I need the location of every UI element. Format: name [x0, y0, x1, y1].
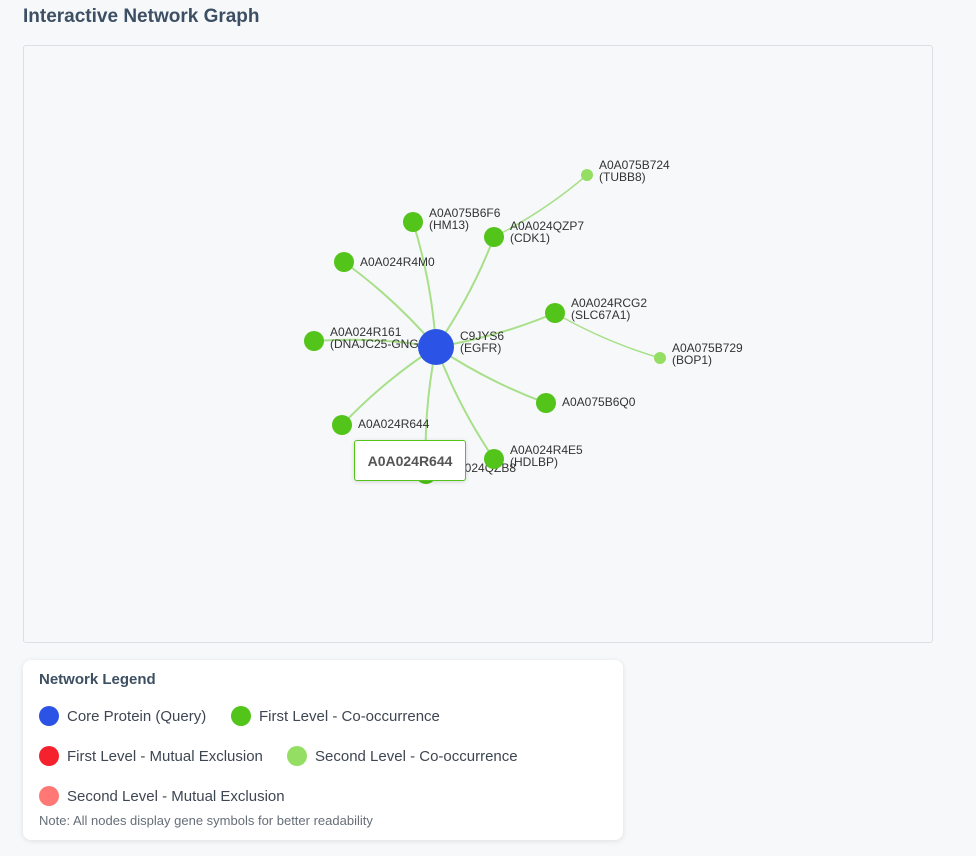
legend-label: Second Level - Co-occurrence [315, 747, 518, 765]
legend-title: Network Legend [39, 671, 156, 688]
node-a0a024r4m0[interactable]: A0A024R4M0 [334, 252, 435, 272]
node-circle[interactable] [654, 352, 666, 364]
node-label-id: A0A075B6F6 [429, 206, 501, 220]
node-circle[interactable] [418, 329, 454, 365]
node-a0a075b6f6[interactable]: A0A075B6F6(HM13) [403, 206, 501, 232]
node-a0a075b6q0[interactable]: A0A075B6Q0 [536, 393, 636, 413]
legend-item-first-cooccurrence: First Level - Co-occurrence [231, 696, 531, 736]
second-cooccurrence-swatch [287, 746, 307, 766]
node-a0a075b729[interactable]: A0A075B729(BOP1) [654, 341, 743, 367]
legend-label: Second Level - Mutual Exclusion [67, 787, 285, 805]
edge-a0a024qzp7-a0a075b724 [493, 174, 588, 238]
legend-item-second-mutual-exclusion: Second Level - Mutual Exclusion [39, 776, 339, 816]
node-circle[interactable] [304, 331, 324, 351]
node-circle[interactable] [581, 169, 593, 181]
legend-items: Core Protein (Query) First Level - Co-oc… [39, 696, 559, 816]
legend-label: Core Protein (Query) [67, 707, 207, 725]
page-title: Interactive Network Graph [23, 6, 260, 27]
node-a0a024rcg2[interactable]: A0A024RCG2(SLC67A1) [545, 296, 647, 323]
node-label-gene: (DNAJC25-GNG10) [330, 337, 436, 351]
network-graph-svg[interactable]: A0A075B6F6(HM13)A0A024QZP7(CDK1)A0A024R4… [24, 46, 933, 643]
node-label-gene: (BOP1) [672, 353, 712, 367]
legend-label: First Level - Mutual Exclusion [67, 747, 263, 765]
node-label-id: A0A024R644 [358, 417, 430, 431]
node-label-gene: (EGFR) [460, 341, 501, 355]
network-graph-canvas[interactable]: A0A075B6F6(HM13)A0A024QZP7(CDK1)A0A024R4… [23, 45, 933, 643]
legend-item-first-mutual-exclusion: First Level - Mutual Exclusion [39, 736, 271, 776]
node-label-gene: (HM13) [429, 218, 469, 232]
node-circle[interactable] [484, 227, 504, 247]
node-circle[interactable] [545, 303, 565, 323]
node-label-id: A0A075B724 [599, 158, 670, 172]
node-label-id: A0A024RCG2 [571, 296, 647, 310]
node-a0a024r644[interactable]: A0A024R644 [332, 415, 430, 435]
node-a0a075b724[interactable]: A0A075B724(TUBB8) [581, 158, 670, 184]
edge-c9jys6-a0a075b6f6 [412, 221, 437, 348]
node-label-id: A0A024QZP7 [510, 219, 584, 233]
first-cooccurrence-swatch [231, 706, 251, 726]
node-a0a024qzp7[interactable]: A0A024QZP7(CDK1) [484, 219, 584, 247]
node-label-id: A0A024R4E5 [510, 443, 583, 457]
edge-a0a024rcg2-a0a075b729 [554, 312, 661, 359]
first-mutual-exclusion-swatch [39, 746, 59, 766]
node-circle[interactable] [403, 212, 423, 232]
network-legend: Network Legend Core Protein (Query) Firs… [23, 660, 623, 840]
legend-item-second-cooccurrence: Second Level - Co-occurrence [287, 736, 547, 776]
node-a0a024r4e5[interactable]: A0A024R4E5(HDLBP) [484, 443, 583, 469]
node-label-id: A0A075B729 [672, 341, 743, 355]
second-mutual-exclusion-swatch [39, 786, 59, 806]
node-circle[interactable] [334, 252, 354, 272]
edge-c9jys6-a0a075b6q0 [435, 346, 547, 404]
node-label-id: A0A075B6Q0 [562, 395, 636, 409]
nodes-layer: A0A075B6F6(HM13)A0A024QZP7(CDK1)A0A024R4… [304, 158, 743, 484]
node-label-gene: (TUBB8) [599, 170, 646, 184]
node-tooltip: A0A024R644 [354, 440, 466, 481]
edge-c9jys6-a0a024r644 [341, 346, 437, 426]
node-label-id: A0A024R161 [330, 325, 402, 339]
core-swatch [39, 706, 59, 726]
node-circle[interactable] [536, 393, 556, 413]
node-label-gene: (CDK1) [510, 231, 550, 245]
node-label-gene: (SLC67A1) [571, 308, 630, 322]
node-label-id: C9JYS6 [460, 329, 504, 343]
node-circle[interactable] [332, 415, 352, 435]
legend-note: Note: All nodes display gene symbols for… [39, 813, 373, 828]
node-c9jys6[interactable]: C9JYS6(EGFR) [418, 329, 504, 365]
legend-label: First Level - Co-occurrence [259, 707, 440, 725]
node-a0a024r161[interactable]: A0A024R161(DNAJC25-GNG10) [304, 325, 436, 351]
legend-item-core: Core Protein (Query) [39, 696, 215, 736]
node-label-id: A0A024R4M0 [360, 255, 435, 269]
node-circle[interactable] [484, 449, 504, 469]
node-label-gene: (HDLBP) [510, 455, 558, 469]
